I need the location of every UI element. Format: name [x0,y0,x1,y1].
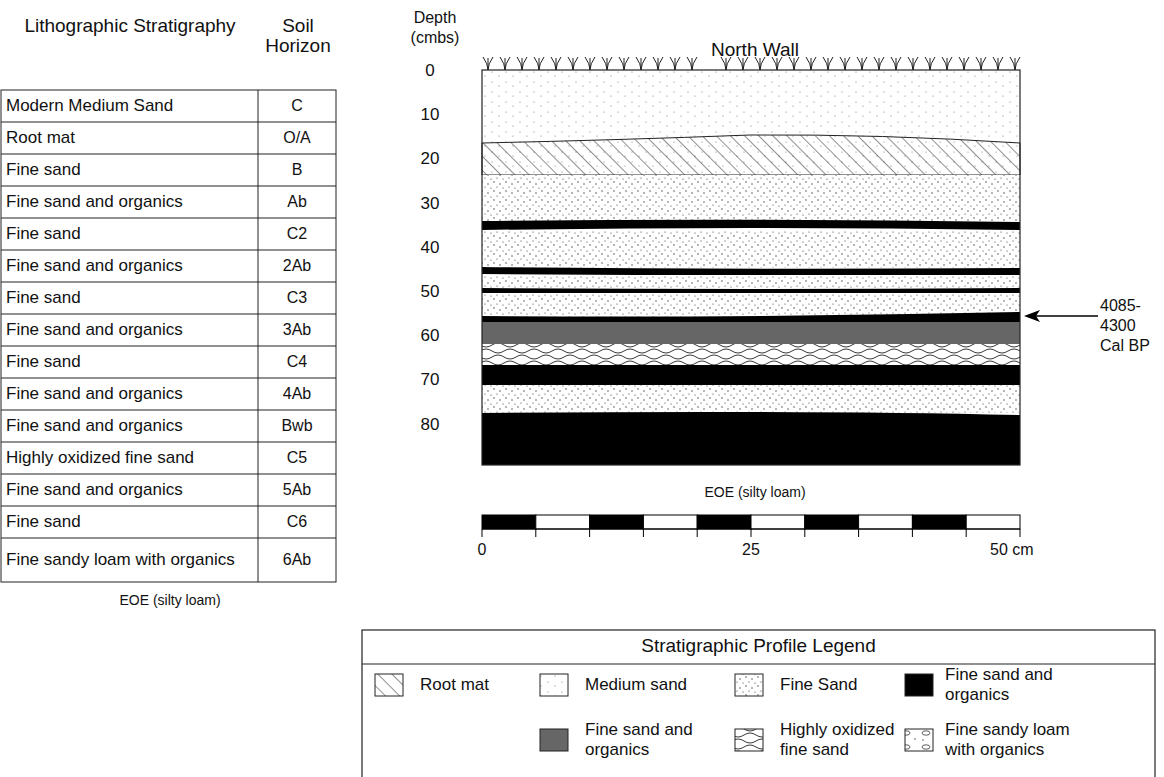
legend-text: Fine sand and organics [945,665,1085,705]
table-cell: C2 [260,224,334,244]
depth-tick: 10 [405,105,455,125]
fine-sand-swatch [735,674,763,696]
legend-text: Fine sand and organics [585,720,715,760]
table-cell: Ab [260,192,334,212]
oxidized-sand-swatch [735,729,763,751]
scale-number: 0 [472,540,492,560]
root-mat-swatch [375,674,403,696]
scale-number: 50 cm [990,540,1060,560]
profile-title: North Wall [620,40,890,60]
table-cell: C3 [260,288,334,308]
table-cell: Fine sand [6,352,254,372]
depth-tick: 60 [405,326,455,346]
column-header: Lithographic Stratigraphy [20,16,240,36]
legend-text: Fine Sand [780,675,890,695]
table-cell: Fine sand [6,160,254,180]
depth-tick: 40 [405,238,455,258]
table-cell: Fine sandy loam with organics [6,550,254,570]
table-cell: C5 [260,448,334,468]
table-cell: C6 [260,512,334,532]
table-cell: C4 [260,352,334,372]
table-cell: B [260,160,334,180]
column-header: Soil Horizon [262,16,334,56]
depth-tick: 30 [405,194,455,214]
end-of-excavation: EOE (silty loam) [40,590,300,610]
legend-text: Medium sand [585,675,715,695]
legend-title: Stratigraphic Profile Legend [362,636,1155,656]
table-cell: C [260,96,334,116]
table-cell: Highly oxidized fine sand [6,448,254,468]
table-cell: 2Ab [260,256,334,276]
table-cell: Fine sand and organics [6,192,254,212]
table-cell: Fine sand and organics [6,480,254,500]
table-cell: 4Ab [260,384,334,404]
table-cell: Root mat [6,128,254,148]
legend-text: Root mat [420,675,530,695]
table-cell: Fine sand [6,224,254,244]
medium-sand-swatch [540,674,568,696]
table-cell: 6Ab [260,550,334,570]
depth-tick: 80 [405,415,455,435]
axis-title: Depth (cmbs) [400,8,470,48]
legend-text: Fine sandy loam with organics [945,720,1090,760]
depth-tick: 70 [405,370,455,390]
table-cell: Fine sand and organics [6,320,254,340]
depth-tick: 50 [405,282,455,302]
legend-swatch [905,674,933,696]
table-cell: Modern Medium Sand [6,96,254,116]
end-of-excavation: EOE (silty loam) [620,482,890,502]
table-cell: 3Ab [260,320,334,340]
table-cell: Fine sand [6,288,254,308]
table-cell: Bwb [260,416,334,436]
depth-tick: 0 [405,61,455,81]
date-callout: 4085-4300 Cal BP [1100,296,1162,356]
loam-swatch [905,729,933,751]
depth-tick: 20 [405,149,455,169]
table-cell: Fine sand [6,512,254,532]
legend-swatch [540,729,568,751]
scale-number: 25 [736,540,766,560]
legend-text: Highly oxidized fine sand [780,720,900,760]
table-cell: O/A [260,128,334,148]
table-cell: 5Ab [260,480,334,500]
table-cell: Fine sand and organics [6,384,254,404]
table-cell: Fine sand and organics [6,416,254,436]
table-cell: Fine sand and organics [6,256,254,276]
